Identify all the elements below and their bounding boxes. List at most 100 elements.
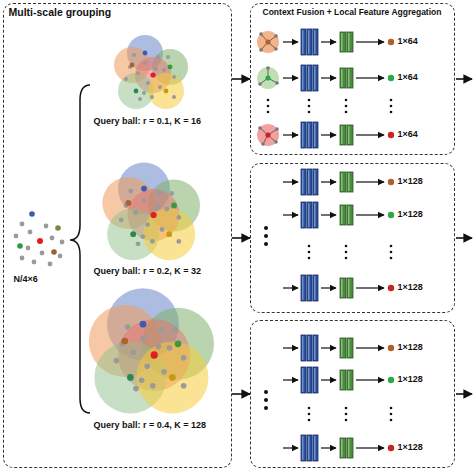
illustration-part: [264, 242, 268, 246]
illustration-part: [308, 245, 311, 260]
illustration-part: [388, 377, 394, 383]
grouping-box: Multi-scale groupingN/4×6Query ball: r =…: [3, 3, 232, 468]
illustration-part: [390, 245, 393, 260]
local-region-icons: [257, 31, 279, 146]
illustration-part: [308, 99, 311, 114]
illustration-part: [390, 407, 393, 422]
illustration-part: [388, 39, 394, 45]
output-shape: 1×128: [398, 209, 423, 220]
illustration-part: [388, 75, 394, 81]
output-shape: 1×128: [398, 176, 423, 187]
illustration-part: [264, 234, 268, 238]
illustration-part: [283, 335, 384, 361]
illustration-part: [20, 222, 25, 227]
illustration-part: [264, 226, 268, 230]
illustration-part: [48, 262, 53, 267]
illustration-part: [308, 407, 311, 422]
illustration-part: [388, 445, 394, 451]
illustration-part: [119, 186, 181, 246]
illustration-part: [456, 393, 472, 395]
output-shape: 1×128: [398, 374, 423, 385]
illustration-part: [51, 249, 57, 255]
illustration-part: [283, 29, 384, 55]
query-ball-large: [89, 288, 214, 413]
illustration-part: [283, 202, 384, 228]
illustration-part: [345, 245, 348, 260]
box-title: Multi-scale grouping: [9, 6, 112, 19]
feature-dots: [388, 39, 394, 451]
output-shape: 1×128: [398, 342, 423, 353]
illustration-part: [345, 407, 348, 422]
illustration-part: [257, 67, 279, 89]
illustration-part: [20, 256, 25, 261]
query-ball-label: Query ball: r = 0.1, K = 16: [94, 116, 202, 127]
illustration-part: [55, 225, 61, 231]
query-ball-label: Query ball: r = 0.2, K = 32: [94, 266, 202, 277]
illustration-part: [275, 127, 279, 131]
illustration-part: [388, 345, 394, 351]
illustration-part: [261, 142, 265, 146]
illustration-part: [283, 169, 384, 195]
output-arrows: [456, 79, 472, 394]
ellipsis-dots: [264, 99, 392, 422]
illustration-part: [114, 321, 187, 392]
illustration-part: [37, 238, 43, 244]
aggregation-box: 1×128 1×128 1×128: [250, 320, 455, 468]
illustration-part: [345, 99, 348, 114]
illustration-part: [32, 260, 37, 265]
illustration-part: [264, 390, 268, 394]
illustration-part: [264, 398, 268, 402]
illustration-part: [265, 132, 270, 137]
query-ball-medium: [102, 163, 200, 261]
feature-rows: [283, 29, 384, 461]
box-title: Context Fusion + Local Feature Aggregati…: [252, 7, 453, 17]
grouping-brace: [70, 85, 90, 413]
aggregation-box: Context Fusion + Local Feature Aggregati…: [250, 3, 455, 155]
query-ball-small: [114, 35, 188, 109]
output-shape: 1×64: [398, 72, 418, 83]
illustration-part: [388, 285, 394, 291]
illustration-part: [257, 31, 279, 53]
flow-arrow: [232, 78, 250, 80]
output-shape: 1×64: [398, 36, 418, 47]
illustration-part: [274, 47, 278, 51]
aggregation-box: 1×1281×1281×128: [250, 163, 455, 313]
illustration-part: [259, 48, 263, 52]
illustration-part: [60, 240, 65, 245]
illustration-part: [456, 237, 472, 239]
output-shape: 1×128: [398, 442, 423, 453]
flow-arrow: [232, 237, 250, 239]
illustration-part: [124, 51, 176, 101]
illustration-part: [29, 211, 35, 217]
illustration-part: [264, 406, 268, 410]
illustration-part: [265, 39, 270, 44]
illustration-part: [40, 251, 45, 256]
illustration-part: [388, 132, 394, 138]
query-ball-label: Query ball: r = 0.4, K = 128: [94, 420, 207, 431]
illustration-part: [14, 234, 19, 239]
illustration-part: [275, 81, 279, 85]
illustration-part: [44, 224, 49, 229]
illustration-part: [28, 230, 33, 235]
illustration-part: [58, 254, 63, 259]
illustration-part: [259, 32, 263, 36]
illustration-part: [283, 65, 384, 91]
illustration-part: [283, 122, 384, 148]
flow-arrow: [232, 393, 250, 395]
illustration-part: [283, 275, 384, 301]
illustration-part: [456, 78, 472, 80]
illustration-part: [50, 236, 55, 241]
illustration-part: [274, 140, 278, 144]
illustration-part: [26, 246, 31, 251]
illustration-part: [258, 126, 262, 130]
illustration-part: [257, 124, 279, 146]
output-shape: 1×64: [398, 129, 418, 140]
illustration-part: [265, 75, 270, 80]
illustration-part: [266, 66, 270, 70]
illustration-part: [388, 179, 394, 185]
illustration-part: [267, 99, 270, 114]
illustration-part: [258, 82, 262, 86]
